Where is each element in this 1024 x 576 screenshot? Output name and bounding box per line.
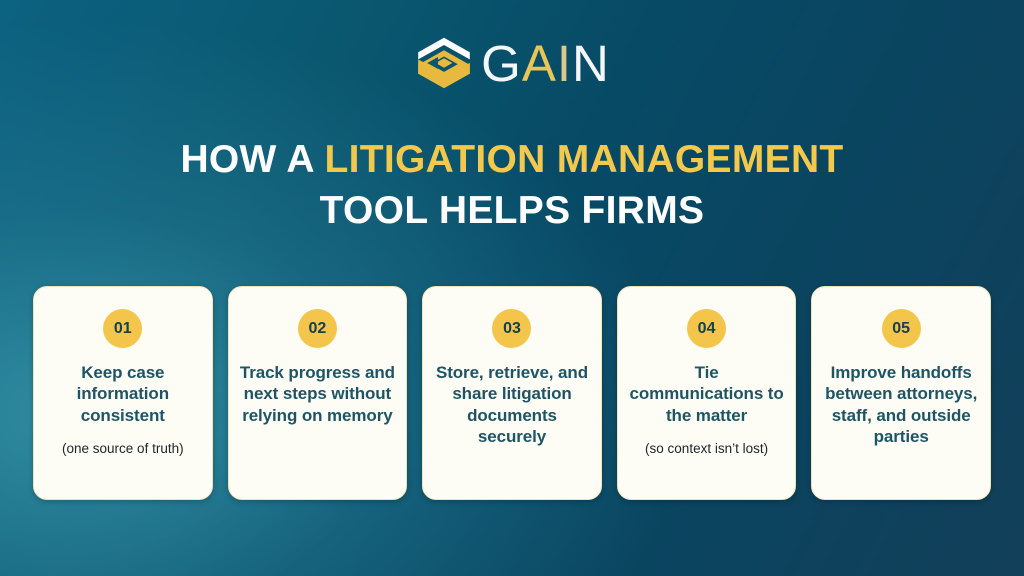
card-number-badge: 05: [881, 309, 921, 348]
benefit-card-05: 05 Improve handoffs between attorneys, s…: [811, 286, 991, 500]
card-number-badge: 04: [687, 309, 727, 348]
benefit-card-02: 02 Track progress and next steps without…: [227, 286, 408, 500]
brand-letter-i: I: [556, 34, 573, 92]
brand-letter-a: A: [521, 34, 557, 92]
page-title: HOW A LITIGATION MANAGEMENT TOOL HELPS F…: [0, 137, 1024, 234]
headline-line-2: TOOL HELPS FIRMS: [319, 189, 705, 233]
benefit-card-01: 01 Keep case information consistent (one…: [33, 286, 213, 500]
headline-line-1-white: HOW A: [180, 138, 325, 181]
brand-letter-g: G: [481, 34, 522, 92]
card-title: Store, retrieve, and share litigation do…: [435, 363, 588, 447]
card-number-badge: 01: [103, 309, 143, 348]
headline-line-1-gold: LITIGATION MANAGEMENT: [324, 138, 844, 181]
card-subtitle: (one source of truth): [62, 441, 184, 457]
card-number-badge: 02: [297, 309, 337, 348]
card-title: Improve handoffs between attorneys, staf…: [825, 363, 978, 447]
card-number-badge: 03: [492, 309, 532, 348]
benefit-card-03: 03 Store, retrieve, and share litigation…: [422, 286, 602, 500]
headline-line-1: HOW A LITIGATION MANAGEMENT: [0, 137, 1024, 183]
gain-hexagon-logo-icon: [418, 37, 470, 89]
card-title: Tie communications to the matter: [629, 363, 784, 425]
brand-letter-n: N: [572, 34, 610, 92]
card-subtitle: (so context isn’t lost): [645, 441, 769, 457]
benefit-card-list: 01 Keep case information consistent (one…: [33, 286, 991, 500]
card-title: Keep case information consistent: [76, 363, 170, 425]
card-title: Track progress and next steps without re…: [239, 363, 395, 425]
benefit-card-04: 04 Tie communications to the matter (so …: [616, 286, 797, 500]
